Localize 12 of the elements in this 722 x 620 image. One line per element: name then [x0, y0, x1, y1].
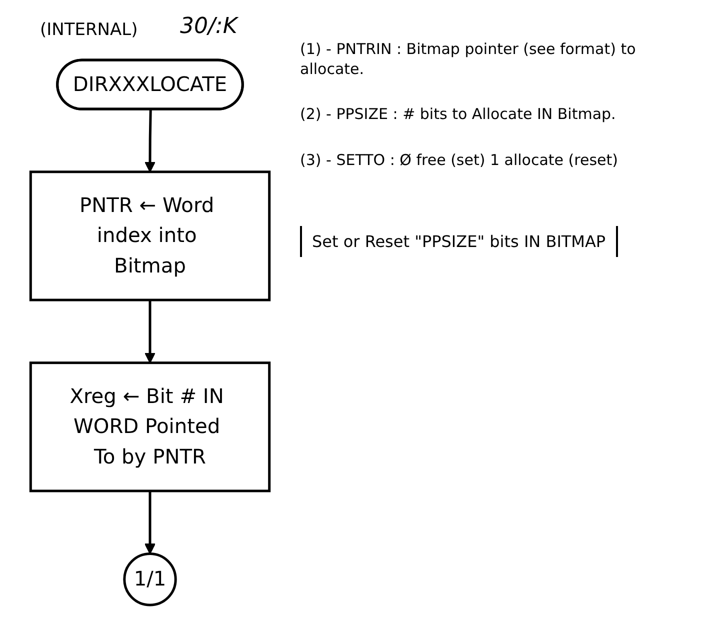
node-box: PNTR ← Word index into Bitmap [29, 170, 271, 302]
parameter-note: (3) - SETTO : Ø free (set) 1 allocate (reset) [300, 150, 619, 170]
bracketed-note: Set or Reset "PPSIZE" bits IN BITMAP [300, 226, 618, 257]
parameter-note: (1) - PNTRIN : Bitmap pointer (see format) to allocate. [300, 40, 637, 79]
arrow [144, 490, 156, 554]
node-caption: (INTERNAL) [40, 20, 138, 40]
node-box: Xreg ← Bit # IN WORD Pointed To by PNTR [29, 362, 271, 492]
node-circle: 1/1 [123, 552, 177, 606]
arrow [144, 300, 156, 364]
parameter-note: (2) - PPSIZE : # bits to Allocate IN Bitmap. [300, 105, 617, 124]
arrow [144, 110, 156, 172]
page-number: 30/:K [180, 14, 238, 39]
